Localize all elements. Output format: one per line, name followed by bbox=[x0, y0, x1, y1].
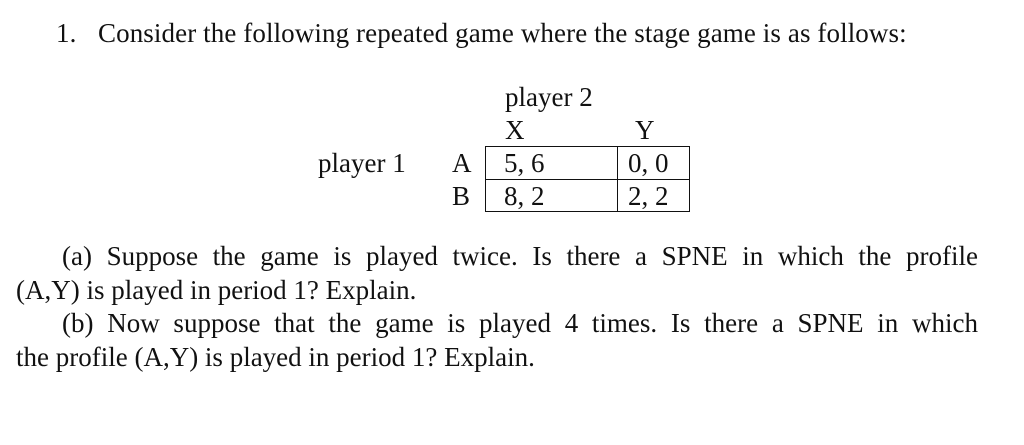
payoff-cell-b-y: 2, 2 bbox=[628, 181, 669, 211]
row-player-label: player 1 bbox=[318, 148, 406, 178]
row-strategy-b: B bbox=[452, 181, 471, 211]
question-a-line-1: (a) Suppose the game is played twice. Is… bbox=[62, 241, 978, 271]
question-a: (a) Suppose the game is played twice. Is… bbox=[16, 240, 978, 307]
problem-number: 1. bbox=[56, 18, 77, 48]
column-strategy-x: X bbox=[505, 115, 525, 145]
payoff-matrix: 5, 6 0, 0 8, 2 2, 2 bbox=[485, 146, 690, 212]
question-b: (b) Now suppose that the game is played … bbox=[16, 307, 978, 374]
payoff-cell-a-y: 0, 0 bbox=[628, 148, 669, 178]
column-strategy-y: Y bbox=[635, 115, 655, 145]
payoff-cell-b-x: 8, 2 bbox=[504, 181, 545, 211]
row-divider bbox=[486, 179, 689, 180]
question-b-line-1: (b) Now suppose that the game is played … bbox=[62, 308, 978, 338]
column-player-label: player 2 bbox=[505, 82, 593, 112]
row-strategy-a: A bbox=[452, 148, 472, 178]
question-b-line-2: the profile (A,Y) is played in period 1?… bbox=[16, 341, 535, 372]
problem-statement: 1. Consider the following repeated game w… bbox=[56, 18, 907, 49]
payoff-cell-a-x: 5, 6 bbox=[504, 148, 545, 178]
question-a-line-2: (A,Y) is played in period 1? Explain. bbox=[16, 274, 417, 305]
problem-intro: Consider the following repeated game whe… bbox=[98, 18, 907, 48]
